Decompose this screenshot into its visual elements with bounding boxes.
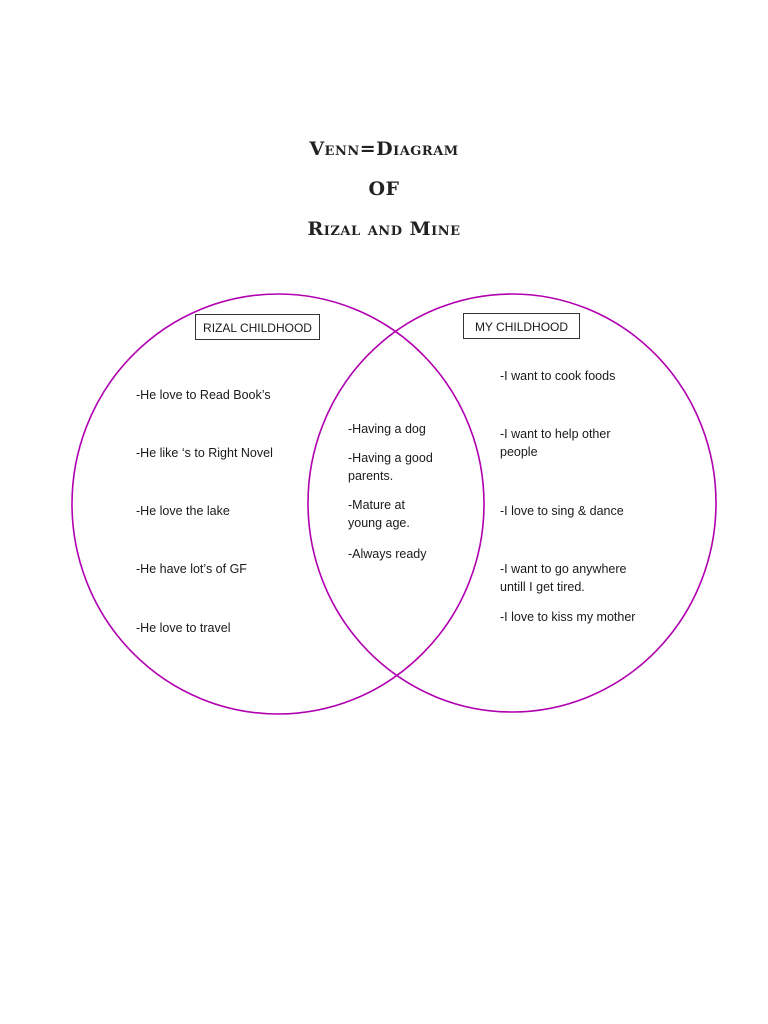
left-set-label: RIZAL CHILDHOOD: [195, 314, 320, 340]
right-item: -I want to go anywhere untill I get tire…: [500, 562, 627, 594]
right-item: -I love to kiss my mother: [500, 610, 636, 624]
left-item: -He have lot’s of GF: [136, 562, 247, 576]
right-set-label: MY CHILDHOOD: [463, 313, 580, 339]
overlap-item: -Having a dog: [348, 422, 426, 436]
left-item: -He like ‘s to Right Novel: [136, 446, 273, 460]
left-item: -He love to travel: [136, 621, 231, 635]
left-item: -He love to Read Book’s: [136, 388, 271, 402]
right-item: -I want to help other people: [500, 427, 611, 459]
right-item: -I want to cook foods: [500, 369, 616, 383]
overlap-item: -Always ready: [348, 547, 427, 561]
diagram-title-line-2: OF: [368, 178, 400, 200]
diagram-title-line-3: Rizal and Mine: [307, 218, 461, 240]
right-item: -I love to sing & dance: [500, 504, 624, 518]
overlap-item: -Having a good parents.: [348, 451, 433, 483]
overlap-item: -Mature at young age.: [348, 498, 410, 530]
left-item: -He love the lake: [136, 504, 230, 518]
diagram-title-line-1: Venn=Diagram: [309, 138, 459, 160]
left-circle: [71, 293, 485, 715]
right-circle: [307, 293, 717, 713]
